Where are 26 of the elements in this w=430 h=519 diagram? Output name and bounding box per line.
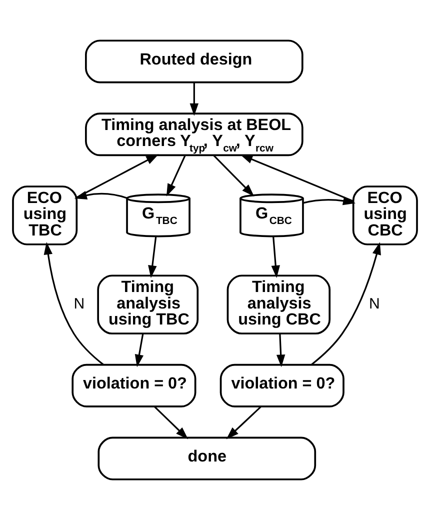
node-box: Timing analysis using CBC — [226, 274, 331, 334]
arrow — [190, 82, 199, 116]
node-box: Timing analysis using TBC — [97, 274, 199, 334]
arrow — [148, 236, 157, 278]
arrow — [271, 236, 280, 278]
node-box: violation = 0? — [72, 363, 196, 407]
node-box: Timing analysis at BEOL corners Y$_{typ}$, Y$_{cw}$, Y$_{rcw}$ — [85, 112, 304, 156]
edge-label: N — [74, 295, 85, 312]
node-box: ECO using TBC — [12, 185, 78, 245]
node-box: done — [98, 436, 316, 480]
arrow — [44, 242, 104, 365]
arrow — [303, 196, 356, 205]
arrow — [310, 242, 381, 365]
arrow — [154, 406, 188, 439]
node-box: ECO using CBC — [352, 185, 418, 245]
arrow — [226, 406, 262, 439]
arrow — [76, 154, 159, 198]
arrow — [166, 154, 186, 196]
arrow — [134, 333, 144, 367]
node-box: violation = 0? — [220, 363, 344, 407]
node-box: Routed design — [85, 39, 304, 83]
arrow — [240, 154, 354, 202]
arrow — [74, 190, 127, 199]
arrow — [213, 154, 254, 196]
arrow — [276, 333, 286, 367]
edge-label: N — [368, 295, 380, 312]
